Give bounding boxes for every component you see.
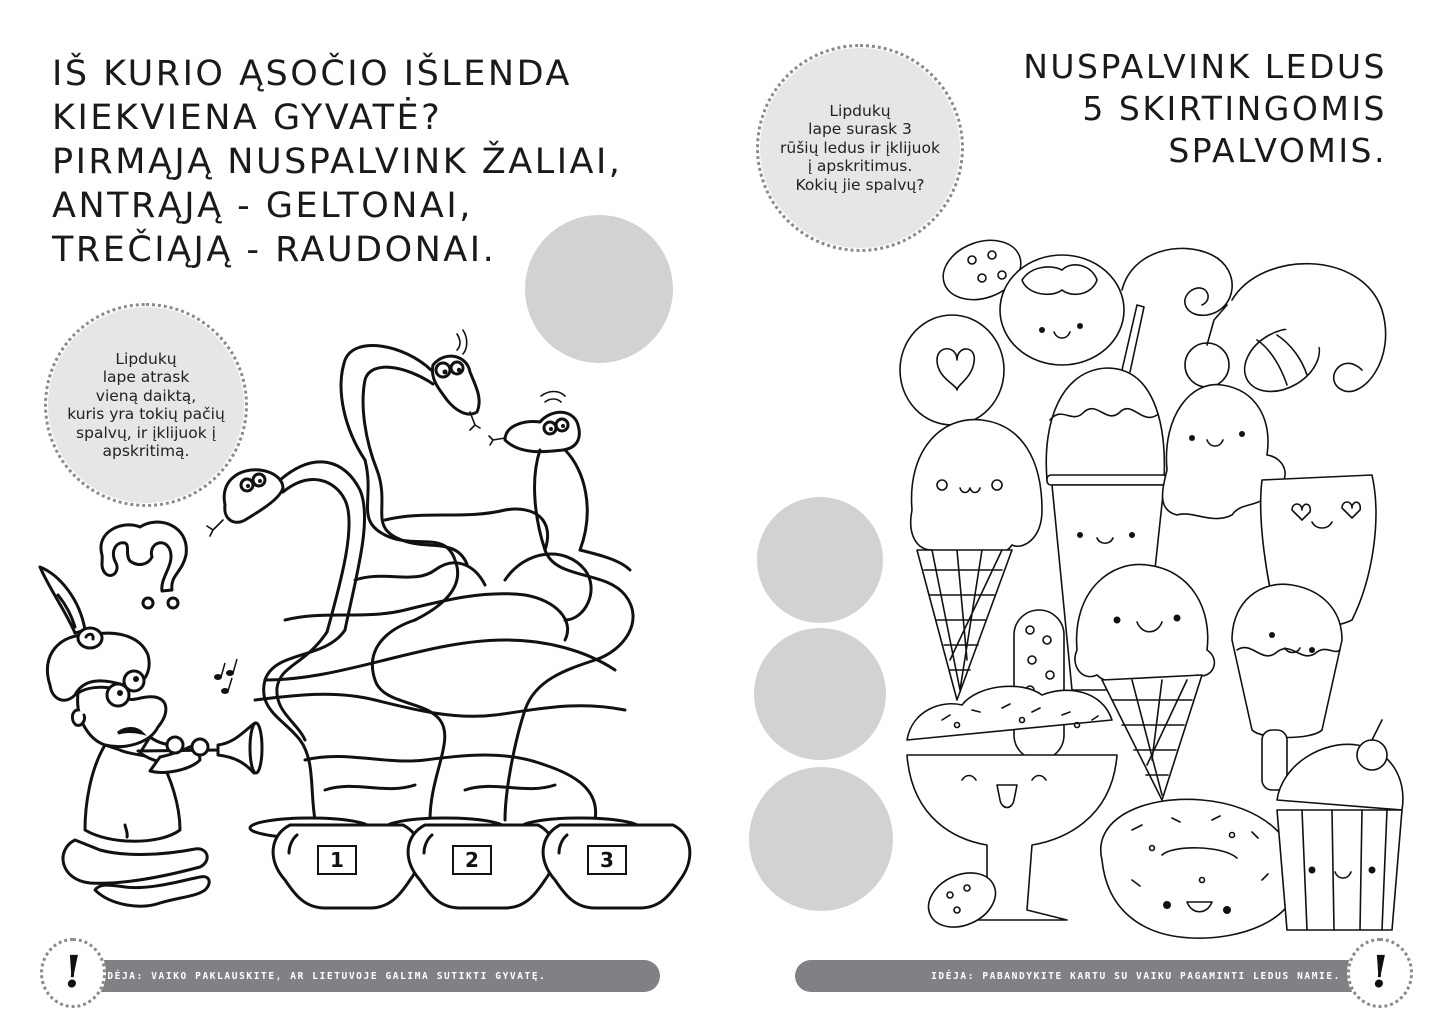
exclamation-icon: ! bbox=[40, 938, 106, 1008]
sticker-slot[interactable] bbox=[749, 767, 893, 911]
pot-label-3: 3 bbox=[587, 845, 627, 875]
sticker-slot[interactable] bbox=[754, 628, 886, 760]
title-line: IŠ KURIO ĄSOČIO IŠLENDA bbox=[52, 54, 572, 94]
title-line: TREČIĄJĄ - RAUDONAI. bbox=[52, 230, 497, 270]
title-line: KIEKVIENA GYVATĖ? bbox=[52, 98, 443, 138]
sticker-hint-text: Lipdukų lape surask 3 rūšių ledus ir įkl… bbox=[780, 101, 940, 194]
right-page: Lipdukų lape surask 3 rūšių ledus ir įkl… bbox=[722, 0, 1445, 1022]
ice-cream-coloring-illustration bbox=[899, 239, 1404, 939]
pot-label-1: 1 bbox=[317, 845, 357, 875]
snake-charmer-illustration bbox=[38, 520, 264, 908]
snake-maze-illustration bbox=[206, 329, 642, 840]
sticker-hint-bubble: Lipdukų lape atrask vieną daiktą, kuris … bbox=[44, 303, 248, 507]
sticker-slot[interactable] bbox=[757, 497, 883, 623]
sticker-hint-bubble: Lipdukų lape surask 3 rūšių ledus ir įkl… bbox=[756, 44, 964, 252]
sticker-hint-text: Lipdukų lape atrask vieną daiktą, kuris … bbox=[67, 349, 225, 461]
idea-banner: IDĖJA: VAIKO PAKLAUSKITE, AR LIETUVOJE G… bbox=[88, 960, 660, 992]
exclamation-glyph: ! bbox=[1368, 947, 1392, 998]
title-line: NUSPALVINK LEDUS bbox=[1023, 47, 1387, 86]
exclamation-icon: ! bbox=[1347, 938, 1413, 1008]
title-line: 5 SKIRTINGOMIS bbox=[1082, 89, 1387, 128]
title-line: SPALVOMIS. bbox=[1168, 131, 1387, 170]
idea-text: IDĖJA: VAIKO PAKLAUSKITE, AR LIETUVOJE G… bbox=[100, 970, 547, 982]
exclamation-glyph: ! bbox=[61, 947, 85, 998]
pot-label-2: 2 bbox=[452, 845, 492, 875]
idea-text: IDĖJA: PABANDYKITE KARTU SU VAIKU PAGAMI… bbox=[931, 970, 1341, 982]
sticker-slot[interactable] bbox=[525, 215, 673, 363]
title-line: ANTRĄJĄ - GELTONAI, bbox=[52, 186, 473, 226]
idea-banner: IDĖJA: PABANDYKITE KARTU SU VAIKU PAGAMI… bbox=[795, 960, 1363, 992]
title-line: PIRMĄJĄ NUSPALVINK ŽALIAI, bbox=[52, 142, 623, 182]
